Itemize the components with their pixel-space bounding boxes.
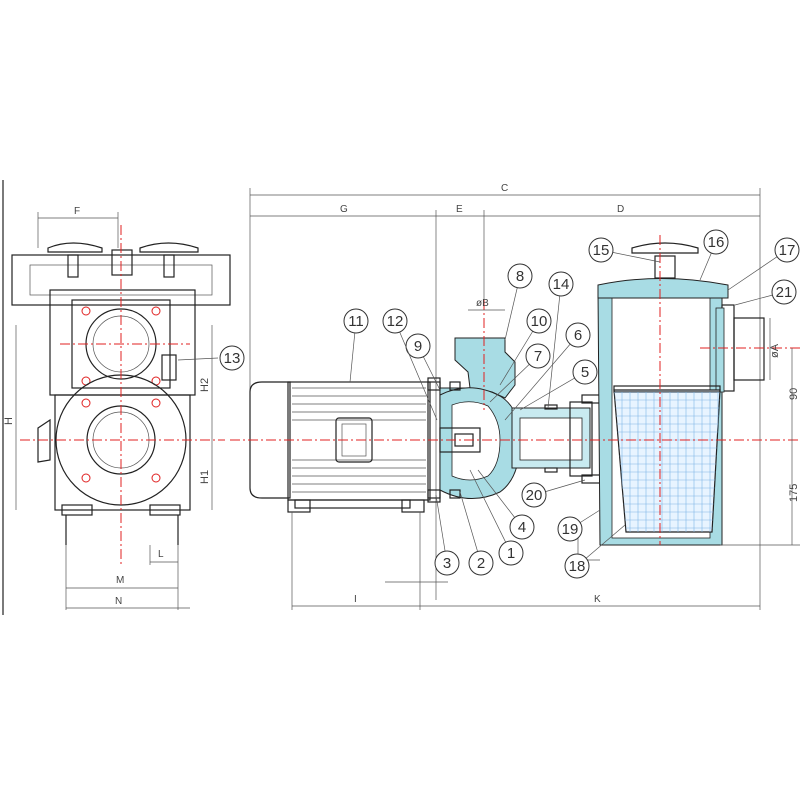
balloon-label-17: 17 bbox=[779, 242, 796, 259]
balloon-21 bbox=[771, 279, 797, 305]
strainer-basket bbox=[613, 385, 721, 533]
dim-M: M bbox=[116, 575, 124, 586]
balloon-label-21: 21 bbox=[776, 284, 793, 301]
leader-line-6 bbox=[504, 334, 579, 421]
leader-line-14 bbox=[547, 283, 562, 409]
lid-handle bbox=[631, 242, 699, 254]
balloon-label-4: 4 bbox=[518, 519, 526, 536]
valve-handle-right bbox=[139, 242, 199, 278]
balloon-4 bbox=[509, 514, 535, 540]
balloon-18 bbox=[564, 553, 590, 579]
side-terminal-box bbox=[37, 418, 51, 463]
balloon-11 bbox=[343, 308, 369, 334]
balloon-12 bbox=[382, 308, 408, 334]
balloon-label-15: 15 bbox=[593, 242, 610, 259]
side-lower-body bbox=[54, 394, 191, 511]
dim-phiA: øA bbox=[769, 343, 781, 358]
balloon-15 bbox=[588, 237, 614, 263]
balloon-label-12: 12 bbox=[387, 313, 404, 330]
dim-N: N bbox=[115, 596, 122, 607]
side-vent-block bbox=[111, 249, 133, 276]
balloon-label-10: 10 bbox=[531, 313, 548, 330]
dim-K: K bbox=[594, 594, 601, 605]
balloon-6 bbox=[565, 322, 591, 348]
motor-fan-cover bbox=[249, 381, 291, 499]
motor-body bbox=[287, 381, 431, 501]
balloon-17 bbox=[774, 237, 800, 263]
balloon-label-2: 2 bbox=[477, 555, 485, 572]
dim-H1: H1 bbox=[199, 470, 211, 484]
dim-H2: H2 bbox=[199, 378, 211, 392]
balloon-10 bbox=[526, 308, 552, 334]
balloon-label-11: 11 bbox=[348, 313, 364, 330]
dim-H: H bbox=[3, 417, 15, 425]
balloon-8 bbox=[507, 263, 533, 289]
balloon-label-8: 8 bbox=[516, 268, 524, 285]
front-view: C G E D bbox=[230, 183, 800, 610]
balloon-label-1: 1 bbox=[507, 545, 515, 562]
balloon-label-6: 6 bbox=[574, 327, 582, 344]
balloon-19 bbox=[557, 516, 583, 542]
balloon-3 bbox=[434, 550, 460, 576]
lid-knob bbox=[654, 255, 676, 279]
balloon-label-20: 20 bbox=[526, 487, 543, 504]
side-view: F H H2 H1 L M N 13 bbox=[3, 206, 245, 610]
balloon-2 bbox=[468, 550, 494, 576]
dim-F: F bbox=[74, 206, 80, 217]
dim-90: 90 bbox=[788, 388, 800, 400]
balloon-label-3: 3 bbox=[443, 555, 451, 572]
dim-phiB: øB bbox=[476, 298, 489, 309]
balloon-20 bbox=[521, 482, 547, 508]
dim-E: E bbox=[456, 204, 463, 215]
dim-D: D bbox=[617, 204, 624, 215]
dim-175: 175 bbox=[788, 484, 800, 502]
svg-text:13: 13 bbox=[224, 350, 241, 367]
dim-L: L bbox=[158, 549, 164, 560]
balloon-label-14: 14 bbox=[553, 276, 570, 293]
balloon-label-5: 5 bbox=[581, 364, 589, 381]
balloon-label-9: 9 bbox=[414, 338, 422, 355]
strainer-lid bbox=[597, 278, 729, 299]
balloon-5 bbox=[572, 359, 598, 385]
balloon-label-16: 16 bbox=[708, 234, 725, 251]
motor-terminal-box bbox=[335, 417, 373, 463]
balloon-label-7: 7 bbox=[534, 348, 542, 365]
side-nipple bbox=[161, 354, 177, 381]
leader-line-1 bbox=[469, 469, 512, 554]
balloon-7 bbox=[525, 343, 551, 369]
balloon-label-18: 18 bbox=[569, 558, 586, 575]
dim-I: I bbox=[354, 594, 357, 605]
leader-line-5 bbox=[519, 371, 586, 411]
valve-handle-left bbox=[47, 242, 103, 278]
balloon-label-19: 19 bbox=[562, 521, 579, 538]
balloon-16 bbox=[703, 229, 729, 255]
balloon-9 bbox=[405, 333, 431, 359]
leader-line-12 bbox=[394, 320, 438, 421]
dim-C: C bbox=[501, 183, 508, 194]
balloon-14 bbox=[548, 271, 574, 297]
balloon-1 bbox=[498, 540, 524, 566]
balloon-13 bbox=[219, 345, 245, 371]
dim-G: G bbox=[340, 204, 348, 215]
